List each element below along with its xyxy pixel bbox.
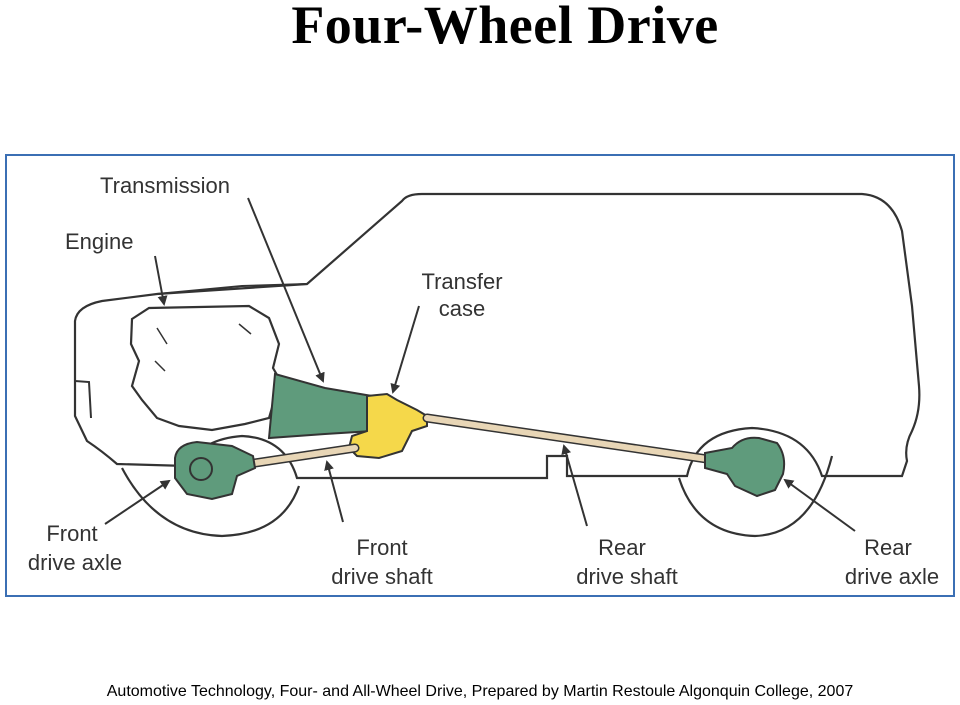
- front-drive-axle-shape: [174, 440, 257, 501]
- label-front-shaft-2: drive shaft: [331, 564, 433, 589]
- rear-wheel-arch: [677, 455, 834, 538]
- label-front-axle-2: drive axle: [28, 550, 122, 575]
- front-wheel-arch: [121, 467, 301, 538]
- label-rear-shaft-1: Rear: [598, 535, 646, 560]
- vehicle-body-outline: [73, 192, 921, 480]
- drivetrain-diagram: Transmission Engine Transfer case Front …: [5, 154, 955, 597]
- rear-drive-axle-shape: [704, 436, 786, 498]
- label-transfer-case-1: Transfer: [421, 269, 502, 294]
- label-engine: Engine: [65, 229, 134, 254]
- label-transfer-case-2: case: [439, 296, 485, 321]
- label-rear-shaft-2: drive shaft: [576, 564, 678, 589]
- transfer-case-shape: [347, 392, 428, 460]
- label-front-shaft-1: Front: [356, 535, 407, 560]
- footer-credit: Automotive Technology, Four- and All-Whe…: [106, 683, 854, 700]
- label-front-axle-1: Front: [46, 521, 97, 546]
- label-rear-axle-1: Rear: [864, 535, 912, 560]
- label-transmission: Transmission: [100, 173, 230, 198]
- transmission-shape: [267, 372, 373, 440]
- diagram-svg: Transmission Engine Transfer case Front …: [28, 173, 939, 589]
- label-rear-axle-2: drive axle: [845, 564, 939, 589]
- engine-block: [129, 304, 282, 432]
- page-title: Four-Wheel Drive: [291, 0, 719, 55]
